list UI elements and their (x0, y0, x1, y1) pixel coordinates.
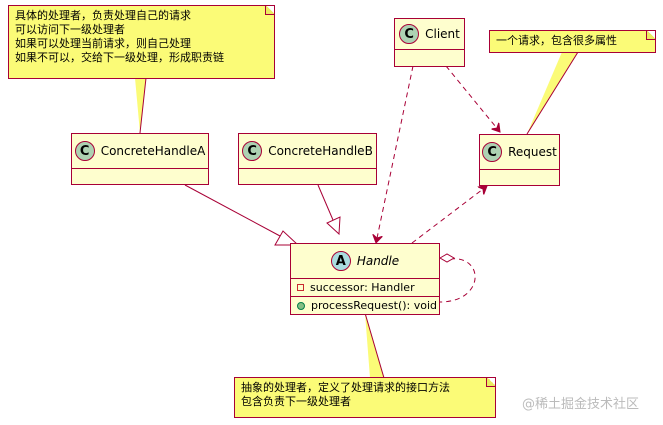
dependency-client-request (445, 65, 500, 132)
class-handle[interactable]: A Handle successor: Handler processReque… (290, 243, 440, 315)
aggregation-diamond (438, 253, 456, 263)
dependency-handle-request (411, 186, 487, 244)
note-connector-handle (364, 312, 385, 379)
class-concrete-handle-b[interactable]: C ConcreteHandleB (238, 133, 377, 185)
method-process-request: processRequest(): void (291, 297, 439, 314)
class-name: Client (425, 27, 460, 41)
note-connector-request (526, 51, 579, 135)
self-aggregation (439, 258, 476, 303)
method-text: processRequest(): void (311, 299, 438, 312)
class-name: ConcreteHandleA (100, 144, 206, 158)
inherit-arrow-a (274, 230, 300, 246)
public-method-icon (297, 301, 305, 310)
class-request[interactable]: C Request (479, 134, 560, 186)
field-text: successor: Handler (310, 281, 415, 294)
class-stereotype-icon: C (399, 24, 420, 44)
inherit-arrow-b (326, 216, 341, 236)
class-concrete-handle-a[interactable]: C ConcreteHandleA (71, 133, 209, 185)
note-connector-handler (135, 77, 147, 134)
note-request: 一个请求，包含很多属性 (489, 30, 656, 53)
class-stereotype-icon: C (482, 142, 503, 162)
class-name: ConcreteHandleB (268, 144, 373, 158)
private-field-icon (297, 284, 304, 291)
note-concrete-handler: 具体的处理者，负责处理自己的请求 可以访问下一级处理者 如果可以处理当前请求，则… (8, 5, 275, 79)
class-stereotype-icon: C (242, 141, 263, 161)
inherit-line-b (317, 184, 334, 221)
note-abstract-handle: 抽象的处理者，定义了处理请求的接口方法 包含负责下一级处理者 (234, 377, 496, 418)
class-name: Handle (356, 254, 400, 268)
dependency-client-handle (376, 65, 414, 243)
watermark: @稀土掘金技术社区 (522, 397, 640, 412)
class-name: Request (508, 145, 557, 159)
class-stereotype-icon: C (74, 141, 95, 161)
class-stereotype-icon: A (330, 251, 351, 271)
class-client[interactable]: C Client (394, 18, 465, 67)
inherit-line-a (184, 184, 281, 237)
field-successor: successor: Handler (291, 279, 439, 296)
